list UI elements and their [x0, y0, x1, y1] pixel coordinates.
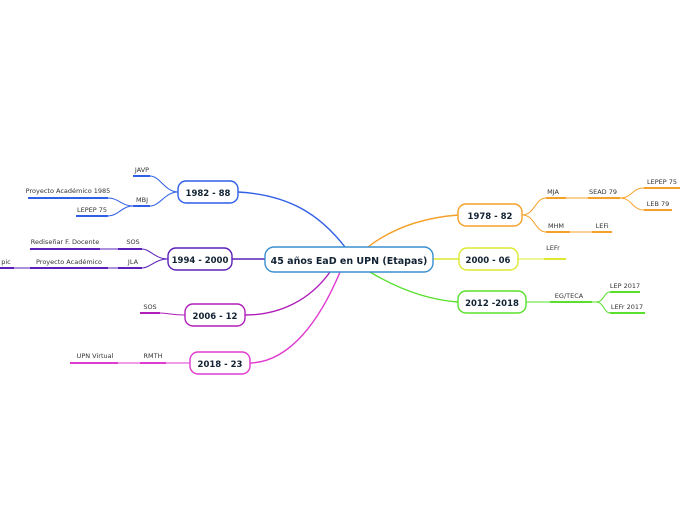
topic-2006-label: 2006 - 12: [193, 312, 238, 322]
leaf-sos-2006[interactable]: SOS: [143, 303, 156, 311]
main-connectors: [232, 191, 459, 364]
central-topic-label: 45 años EaD en UPN (Etapas): [271, 256, 428, 267]
topic-2012[interactable]: 2012 -2018: [457, 290, 527, 314]
leaf-sos-1994[interactable]: SOS: [126, 238, 139, 246]
central-topic[interactable]: 45 años EaD en UPN (Etapas): [264, 246, 434, 273]
leaf-lefr[interactable]: LEFr: [546, 244, 560, 252]
b2006-lines: [140, 312, 186, 316]
b2012-underlines: [550, 291, 645, 314]
topic-1982[interactable]: 1982 - 88: [177, 180, 239, 204]
topic-2012-label: 2012 -2018: [465, 299, 519, 309]
leaf-lepep75-a[interactable]: LEPEP 75: [77, 206, 107, 214]
leaf-sead79[interactable]: SEAD 79: [589, 188, 617, 196]
leaf-pic[interactable]: pic: [1, 258, 11, 266]
leaf-rmth[interactable]: RMTH: [144, 352, 163, 360]
leaf-lefr2017[interactable]: LEFr 2017: [611, 303, 643, 311]
b1994-underlines: [0, 248, 142, 269]
leaf-leb79[interactable]: LEB 79: [647, 200, 670, 208]
leaf-lefi[interactable]: LEFi: [596, 222, 609, 230]
leaf-redisenar[interactable]: Rediseñar F. Docente: [31, 238, 99, 246]
topic-2006[interactable]: 2006 - 12: [184, 303, 246, 327]
b1982-underlines: [28, 175, 150, 217]
b1982-lines: [28, 175, 179, 217]
leaf-mbj[interactable]: MBJ: [136, 196, 148, 204]
leaf-mhm[interactable]: MHM: [548, 222, 564, 230]
topic-2018-label: 2018 - 23: [198, 360, 243, 370]
leaf-mja[interactable]: MJA: [547, 188, 559, 196]
b1978-underlines: [546, 187, 680, 233]
leaf-upn-virtual[interactable]: UPN Virtual: [77, 352, 114, 360]
topic-1978[interactable]: 1978 - 82: [457, 203, 523, 227]
leaf-proyecto-1985[interactable]: Proyecto Académico 1985: [26, 187, 111, 195]
topic-1994-label: 1994 - 2000: [172, 256, 229, 266]
leaf-egteca[interactable]: EG/TECA: [555, 292, 584, 300]
leaf-jla[interactable]: JLA: [127, 258, 139, 266]
topic-2018[interactable]: 2018 - 23: [189, 351, 251, 375]
topic-2000-label: 2000 - 06: [466, 256, 511, 266]
leaf-javp[interactable]: JAVP: [134, 166, 149, 174]
leaf-lepep75-b[interactable]: LEPEP 75: [647, 178, 677, 186]
topic-1978-label: 1978 - 82: [468, 212, 513, 222]
leaf-lep2017[interactable]: LEP 2017: [610, 282, 640, 290]
topic-1994[interactable]: 1994 - 2000: [167, 247, 233, 271]
topic-1982-label: 1982 - 88: [186, 189, 231, 199]
leaf-proyecto-academico[interactable]: Proyecto Académico: [36, 258, 102, 266]
topic-2000[interactable]: 2000 - 06: [458, 247, 519, 271]
